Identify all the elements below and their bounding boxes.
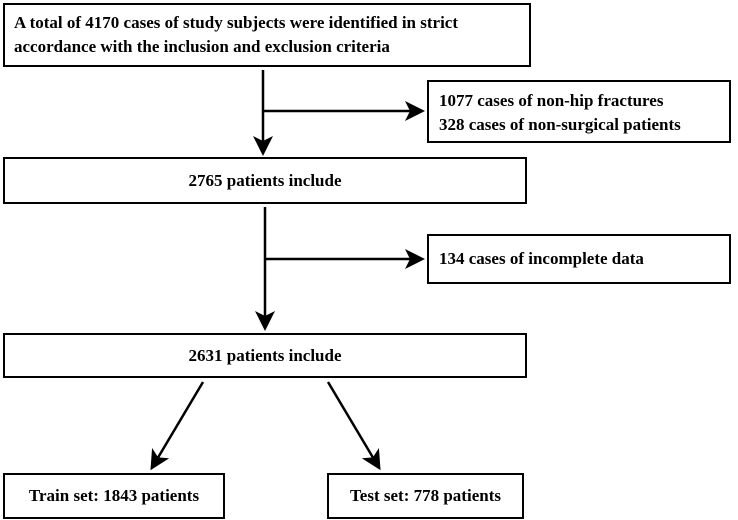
start-box-line-2: accordance with the inclusion and exclus… bbox=[14, 37, 390, 56]
train-set-label: Train set: 1843 patients bbox=[28, 486, 200, 505]
exclusion-box-1: 1077 cases of non-hip fractures 328 case… bbox=[427, 80, 731, 143]
exclusion-1-line-1: 1077 cases of non-hip fractures bbox=[439, 91, 664, 110]
step2-label: 2765 patients include bbox=[188, 170, 342, 190]
train-set-box: Train set: 1843 patients bbox=[3, 473, 225, 519]
test-set-label: Test set: 778 patients bbox=[350, 486, 501, 505]
exclusion-2-label: 134 cases of incomplete data bbox=[439, 249, 644, 268]
step3-label: 2631 patients include bbox=[188, 345, 342, 365]
test-set-box: Test set: 778 patients bbox=[327, 473, 524, 519]
arrow-to-test-set bbox=[326, 381, 381, 471]
exclusion-box-2: 134 cases of incomplete data bbox=[427, 234, 731, 284]
start-box-line-1: A total of 4170 cases of study subjects … bbox=[14, 13, 459, 32]
arrow-to-train-set bbox=[150, 381, 205, 471]
step2-box: 2765 patients include bbox=[3, 157, 527, 204]
start-box: A total of 4170 cases of study subjects … bbox=[3, 3, 531, 67]
step3-box: 2631 patients include bbox=[3, 333, 527, 378]
exclusion-1-line-2: 328 cases of non-surgical patients bbox=[439, 115, 681, 134]
